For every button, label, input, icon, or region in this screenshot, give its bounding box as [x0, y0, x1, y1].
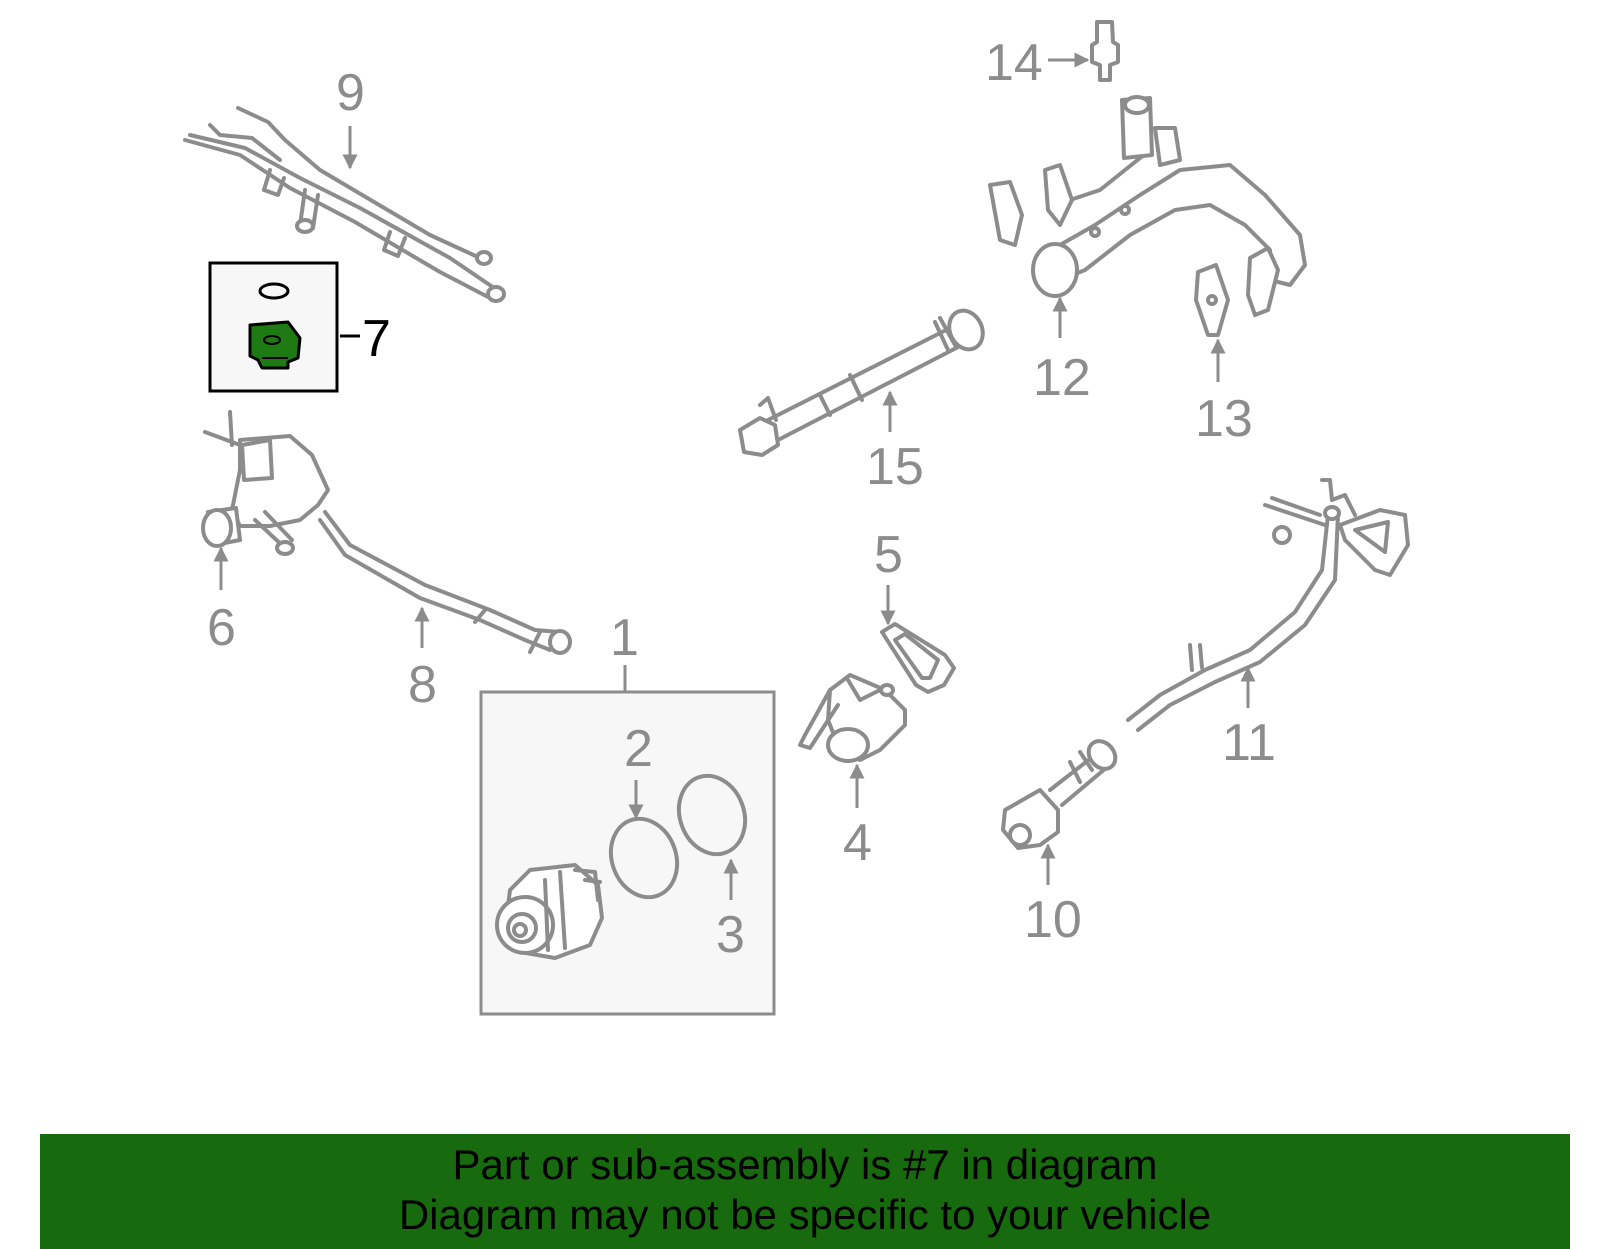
callout-5: 5: [874, 526, 903, 584]
part-7-fitting: [248, 320, 302, 370]
part-13-gasket[interactable]: [1194, 263, 1230, 337]
callout-3: 3: [716, 906, 745, 964]
part-15-bypass-pipe[interactable]: [738, 305, 989, 457]
part-1-water-pump: [495, 863, 604, 960]
callout-8: 8: [408, 656, 437, 714]
callout-4: 4: [843, 814, 872, 872]
part-3-gasket: [676, 773, 748, 857]
info-banner: Part or sub-assembly is #7 in diagram Di…: [40, 1134, 1570, 1249]
part-8-coolant-pipe[interactable]: [318, 510, 572, 655]
banner-line-part-number: Part or sub-assembly is #7 in diagram: [452, 1141, 1158, 1188]
part-1-water-pump-box[interactable]: [479, 690, 776, 1016]
callout-9: 9: [336, 64, 365, 122]
callout-1: 1: [610, 609, 639, 667]
part-12-coolant-crossover[interactable]: [988, 95, 1307, 317]
part-10-bypass-hose[interactable]: [1001, 736, 1121, 850]
part-6-water-outlet-housing[interactable]: [201, 410, 330, 556]
part-14-temperature-sensor[interactable]: [1090, 20, 1120, 82]
banner-line-disclaimer: Diagram may not be specific to your vehi…: [398, 1191, 1212, 1238]
part-11-coolant-pipe[interactable]: [1126, 478, 1410, 732]
callout-2: 2: [624, 720, 653, 778]
callout-10: 10: [1024, 891, 1082, 949]
callout-7: 7: [362, 310, 391, 368]
callout-15: 15: [866, 438, 924, 496]
callout-12: 12: [1033, 349, 1091, 407]
part-4-thermostat-housing[interactable]: [798, 673, 907, 763]
part-5-gasket[interactable]: [880, 622, 956, 694]
part-7-box[interactable]: [208, 261, 339, 393]
part-9-coolant-pipe[interactable]: [183, 106, 506, 303]
callout-13: 13: [1195, 390, 1253, 448]
callout-11: 11: [1222, 714, 1276, 772]
callout-14: 14: [985, 34, 1043, 92]
callout-6: 6: [207, 599, 236, 657]
part-7-o-ring: [258, 282, 290, 300]
part-2-gasket: [608, 816, 680, 900]
